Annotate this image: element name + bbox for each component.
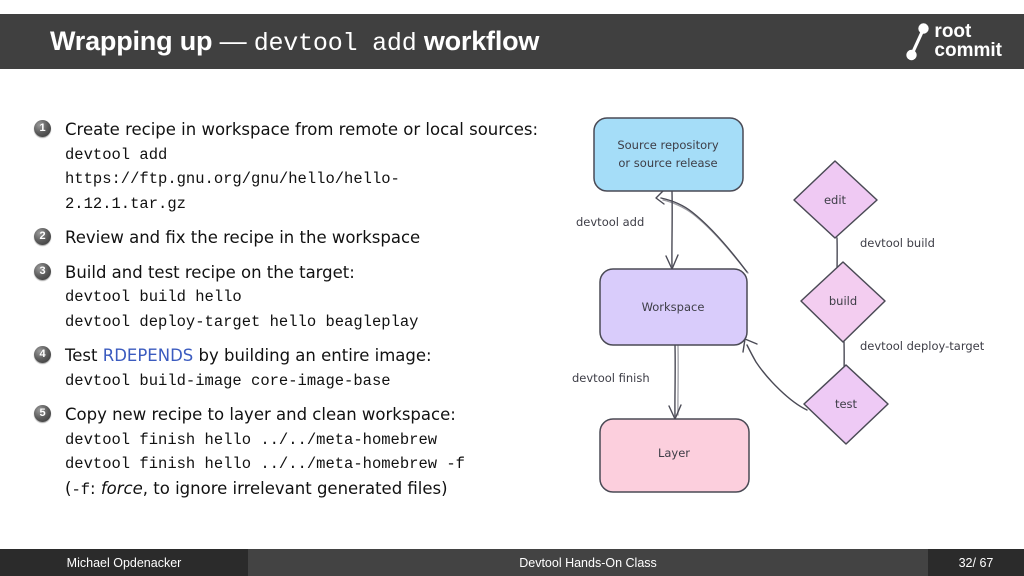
node-source-label-line2: or source release: [618, 156, 717, 170]
step-description: Copy new recipe to layer and clean works…: [65, 405, 456, 424]
edge-workspace-to-layer: [668, 344, 682, 420]
note-end: , to ignore irrelevant generated files): [142, 478, 448, 498]
brand-logo-line2: commit: [934, 39, 1002, 61]
note-separator: :: [90, 478, 101, 498]
slide-header-bar: Wrapping up — devtool add workflow root …: [0, 14, 1024, 69]
edge-test-to-workspace: [742, 338, 808, 411]
root-commit-logo-icon: [906, 22, 930, 60]
title-dash: —: [219, 25, 254, 56]
code-line: devtool finish hello ../../meta-homebrew…: [65, 455, 465, 473]
devtool-workflow-diagram: Source repository or source release Work…: [560, 90, 1020, 520]
list-item: 2 Review and fix the recipe in the works…: [34, 226, 574, 251]
node-workspace-label: Workspace: [642, 300, 705, 314]
step-text-after: by building an entire image:: [193, 346, 432, 365]
step-number-badge: 1: [34, 120, 51, 137]
note-italic-word: force: [100, 478, 143, 498]
diagram-node-layer: Layer: [599, 418, 750, 493]
brand-logo: root commit: [905, 20, 1002, 64]
brand-logo-line1: root: [934, 21, 972, 43]
list-item: 5 Copy new recipe to layer and clean wor…: [34, 403, 574, 502]
diagram-node-test: test: [803, 364, 889, 445]
step-description: Test RDEPENDS by building an entire imag…: [65, 344, 574, 369]
edge-workspace-to-edit: [655, 190, 749, 274]
page-title: Wrapping up — devtool add workflow: [50, 26, 539, 58]
diagram-node-build: build: [800, 261, 886, 343]
node-layer-label: Layer: [658, 446, 690, 460]
code-line: 2.12.1.tar.gz: [65, 194, 186, 213]
node-build-label: build: [829, 294, 857, 308]
note-flag: -f: [71, 480, 91, 499]
edge-label-devtool-build: devtool build: [860, 236, 935, 250]
rdepends-keyword: RDEPENDS: [102, 346, 194, 365]
node-source-label-line1: Source repository: [617, 138, 718, 152]
step-note: (-f: force, to ignore irrelevant generat…: [65, 477, 574, 503]
edge-label-devtool-finish: devtool finish: [572, 371, 650, 385]
title-suffix: workflow: [416, 25, 540, 56]
footer-event-title: Devtool Hands-On Class: [248, 549, 928, 576]
list-item: 4 Test RDEPENDS by building an entire im…: [34, 344, 574, 393]
code-line: devtool build hello: [65, 288, 242, 306]
code-line: devtool add: [65, 145, 168, 164]
list-item: 1 Create recipe in workspace from remote…: [34, 118, 574, 216]
step-number-badge: 2: [34, 228, 51, 245]
step-number-badge: 5: [34, 405, 51, 422]
node-test-label: test: [835, 397, 858, 411]
diagram-node-workspace: Workspace: [599, 268, 748, 346]
edge-label-devtool-deploy-target: devtool deploy-target: [860, 339, 985, 353]
step-description: Create recipe in workspace from remote o…: [65, 120, 539, 139]
step-number-badge: 4: [34, 346, 51, 363]
diagram-node-edit: edit: [793, 160, 878, 239]
code-line: https://ftp.gnu.org/gnu/hello/hello-: [65, 170, 400, 188]
list-item: 3 Build and test recipe on the target: d…: [34, 261, 574, 335]
code-line: devtool finish hello ../../meta-homebrew: [65, 430, 438, 449]
diagram-node-source: Source repository or source release: [593, 117, 744, 192]
footer-author: Michael Opdenacker: [0, 549, 248, 576]
step-description: Build and test recipe on the target:: [65, 262, 355, 282]
note-open-paren: (: [65, 478, 72, 498]
code-line: devtool deploy-target hello beagleplay: [65, 312, 419, 331]
code-line: devtool build-image core-image-base: [65, 371, 391, 390]
footer-page-number: 32/ 67: [928, 549, 1024, 576]
title-prefix: Wrapping up: [50, 25, 220, 56]
edge-label-devtool-add: devtool add: [576, 215, 644, 229]
workflow-step-list: 1 Create recipe in workspace from remote…: [34, 118, 574, 512]
title-command: devtool add: [253, 28, 417, 58]
step-text-before: Test: [65, 346, 103, 365]
slide-footer-bar: Michael Opdenacker Devtool Hands-On Clas…: [0, 549, 1024, 576]
brand-logo-text: root commit: [934, 21, 1002, 61]
step-description: Review and fix the recipe in the workspa…: [65, 228, 421, 247]
step-number-badge: 3: [34, 262, 51, 280]
node-edit-label: edit: [824, 193, 847, 207]
